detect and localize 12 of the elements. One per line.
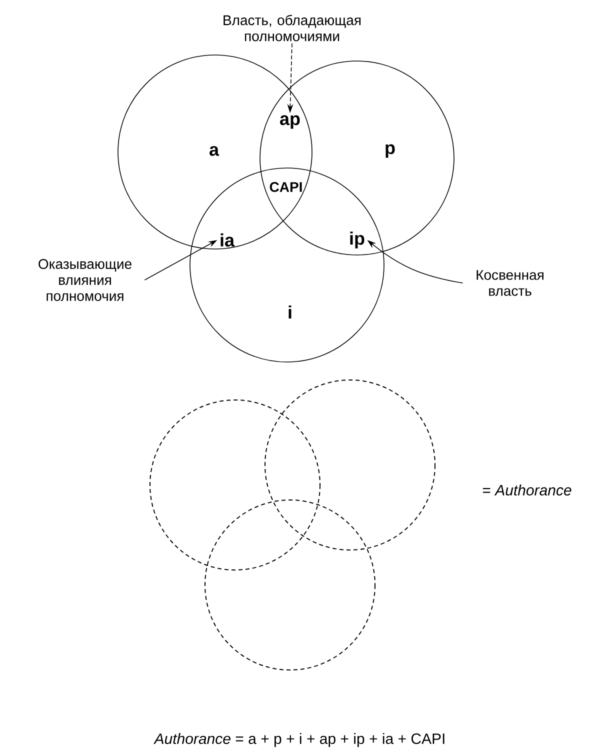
equation-text: = Authorance	[482, 484, 572, 496]
formula-text: Authorance = a + p + i + ap + ip + ia + CAPI	[154, 733, 444, 747]
annotation-text: Косвенная власть	[476, 270, 544, 296]
region-label: a	[210, 146, 220, 156]
region-label: ip	[350, 232, 364, 248]
region-label: i	[288, 305, 292, 319]
region-label: ap	[280, 115, 300, 129]
region-label: ia	[220, 233, 235, 247]
annotation-text: Оказывающие влияния полномочия	[38, 259, 132, 301]
annotation-text: Власть, обладающая полномочиями	[224, 14, 361, 42]
region-label: p	[386, 144, 395, 158]
region-label: CAPI	[270, 182, 302, 192]
